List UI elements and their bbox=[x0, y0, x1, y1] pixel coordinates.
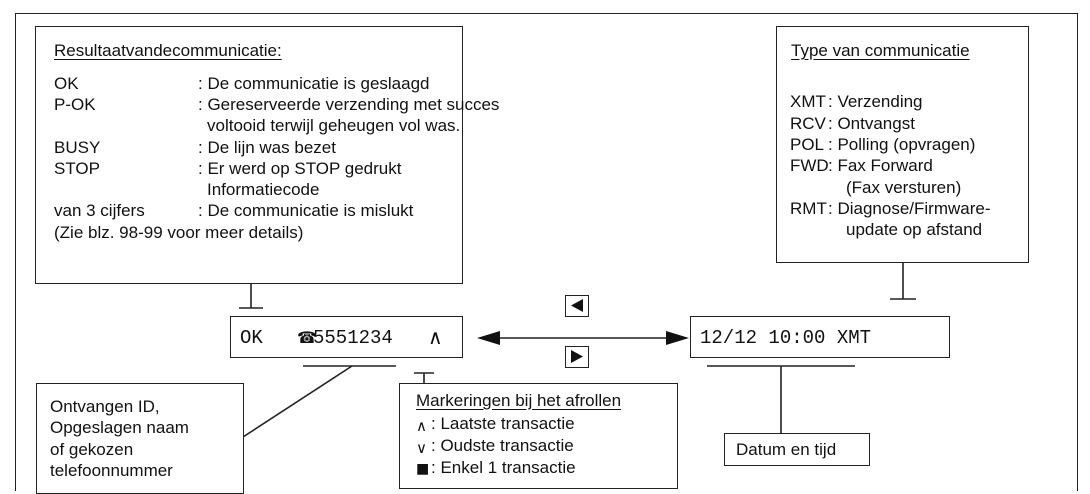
scroll-marker-box bbox=[399, 383, 678, 489]
phone-icon: ☎ bbox=[297, 328, 317, 347]
marker-desc: : Enkel 1 transactie bbox=[431, 458, 576, 477]
result-legend-title: Resultaatvandecommunicatie: bbox=[54, 41, 282, 60]
marker-desc: : Oudste transactie bbox=[431, 436, 574, 455]
result-desc: Informatiecode bbox=[207, 180, 320, 199]
arrow-head-left bbox=[477, 331, 500, 345]
received-id-line: of gekozen bbox=[50, 440, 134, 459]
lcd-datetime-type: 12/12 10:00 XMT bbox=[700, 327, 872, 349]
type-code: RMT bbox=[790, 199, 827, 218]
result-legend-box bbox=[35, 26, 463, 284]
result-code: STOP bbox=[54, 159, 100, 178]
scroll-marker-title: Markeringen bij het afrollen bbox=[416, 391, 622, 410]
type-desc: : Diagnose/Firmware- bbox=[828, 199, 991, 218]
received-id-line: Opgeslagen naam bbox=[50, 418, 189, 437]
latest-marker-icon: ∧ bbox=[428, 325, 443, 349]
type-desc: update op afstand bbox=[846, 220, 983, 239]
result-code: BUSY bbox=[54, 138, 101, 157]
triangle-right-icon bbox=[571, 350, 583, 363]
outer-frame bbox=[15, 13, 1078, 491]
lcd-status: OK bbox=[240, 327, 263, 349]
datetime-label: Datum en tijd bbox=[736, 440, 837, 459]
result-desc: : De communicatie is mislukt bbox=[198, 201, 414, 220]
type-desc: : Fax Forward bbox=[828, 156, 933, 175]
triangle-left-icon bbox=[571, 299, 583, 312]
result-desc: : De communicatie is geslaagd bbox=[198, 74, 430, 93]
arrow-head-right bbox=[666, 331, 689, 345]
type-legend-title: Type van communicatie bbox=[791, 41, 970, 60]
type-code: FWD bbox=[790, 156, 829, 175]
result-code: P-OK bbox=[54, 95, 96, 114]
type-desc: (Fax versturen) bbox=[846, 178, 962, 197]
oldest-marker-icon: ∨ bbox=[416, 439, 427, 457]
type-code: POL bbox=[790, 135, 825, 154]
type-legend-box bbox=[776, 26, 1029, 263]
received-id-line: Ontvangen ID, bbox=[50, 397, 160, 416]
datetime-box bbox=[724, 433, 870, 466]
result-code: van 3 cijfers bbox=[54, 201, 145, 220]
result-desc: : De lijn was bezet bbox=[198, 138, 336, 157]
result-code: OK bbox=[54, 74, 79, 93]
lcd-display-right bbox=[690, 316, 950, 358]
received-id-line: telefoonnummer bbox=[50, 461, 173, 480]
type-desc: : Ontvangst bbox=[828, 114, 915, 133]
latest-marker-icon: ∧ bbox=[416, 417, 427, 435]
scroll-left-button[interactable] bbox=[565, 295, 589, 317]
lcd-display-left bbox=[230, 316, 463, 358]
type-code: RCV bbox=[790, 114, 826, 133]
result-desc: : Gereserveerde verzending met succes bbox=[198, 95, 500, 114]
type-code: XMT bbox=[790, 92, 826, 111]
received-id-box bbox=[36, 383, 244, 494]
result-desc: : Er werd op STOP gedrukt bbox=[198, 159, 402, 178]
single-marker-icon: ■ bbox=[416, 461, 430, 477]
scroll-right-button[interactable] bbox=[565, 346, 589, 368]
result-desc: voltooid terwijl geheugen vol was. bbox=[207, 116, 461, 135]
marker-desc: : Laatste transactie bbox=[431, 414, 575, 433]
type-desc: : Verzending bbox=[828, 92, 923, 111]
lcd-number: 5551234 bbox=[313, 327, 393, 349]
type-desc: : Polling (opvragen) bbox=[828, 135, 976, 154]
result-note: (Zie blz. 98-99 voor meer details) bbox=[54, 223, 304, 242]
